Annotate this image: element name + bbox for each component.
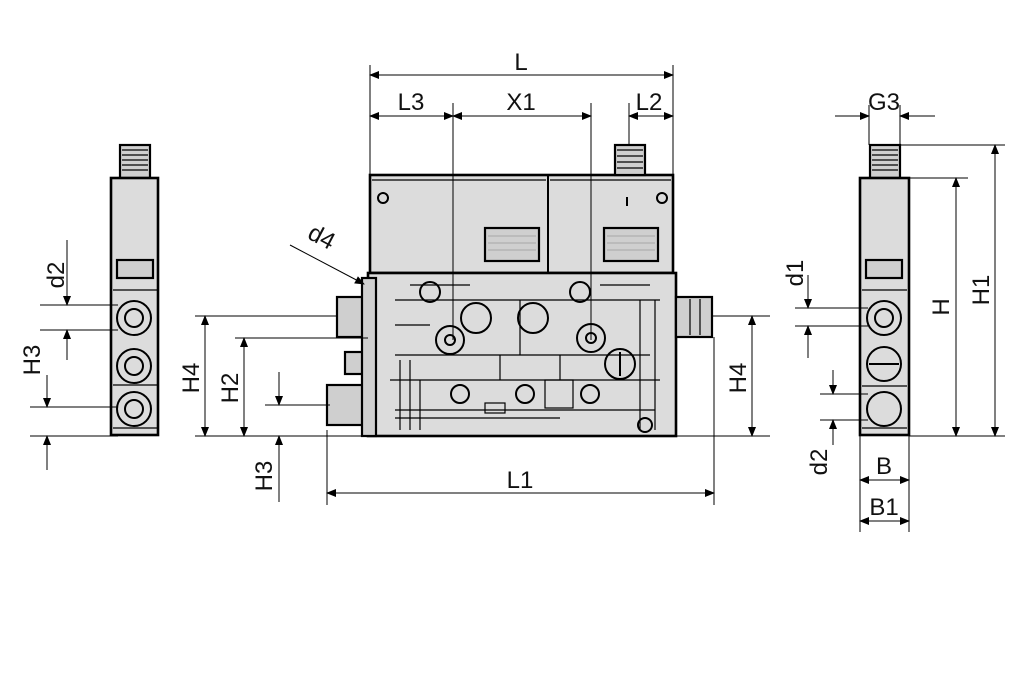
right-dimensions: G3 H H1 d1 d2 B B1 [782, 89, 1005, 532]
label-x1: X1 [506, 89, 535, 116]
label-h3-main: H3 [251, 461, 278, 492]
label-b1: B1 [869, 494, 898, 521]
label-l1: L1 [507, 467, 534, 494]
front-view [325, 143, 714, 438]
label-d2-left: d2 [43, 262, 70, 289]
label-d1: d1 [782, 260, 809, 287]
label-l: L [514, 49, 527, 76]
label-h: H [928, 298, 955, 315]
label-h1: H1 [968, 275, 995, 306]
label-h4-right: H4 [725, 363, 752, 394]
label-b: B [876, 453, 892, 480]
label-d4: d4 [303, 219, 339, 255]
label-h3-left: H3 [19, 345, 46, 376]
label-l3: L3 [398, 89, 425, 116]
left-dimensions: d2 H3 [19, 240, 118, 470]
label-l2: L2 [636, 89, 663, 116]
label-h4-left: H4 [178, 363, 205, 394]
label-g3: G3 [868, 89, 900, 116]
right-side-view [858, 143, 911, 437]
label-h2: H2 [217, 373, 244, 404]
main-dimensions: L L3 X1 L2 d4 H4 H2 H3 H4 L1 [178, 49, 770, 505]
left-side-view [109, 143, 160, 437]
label-d2-right: d2 [806, 449, 833, 476]
